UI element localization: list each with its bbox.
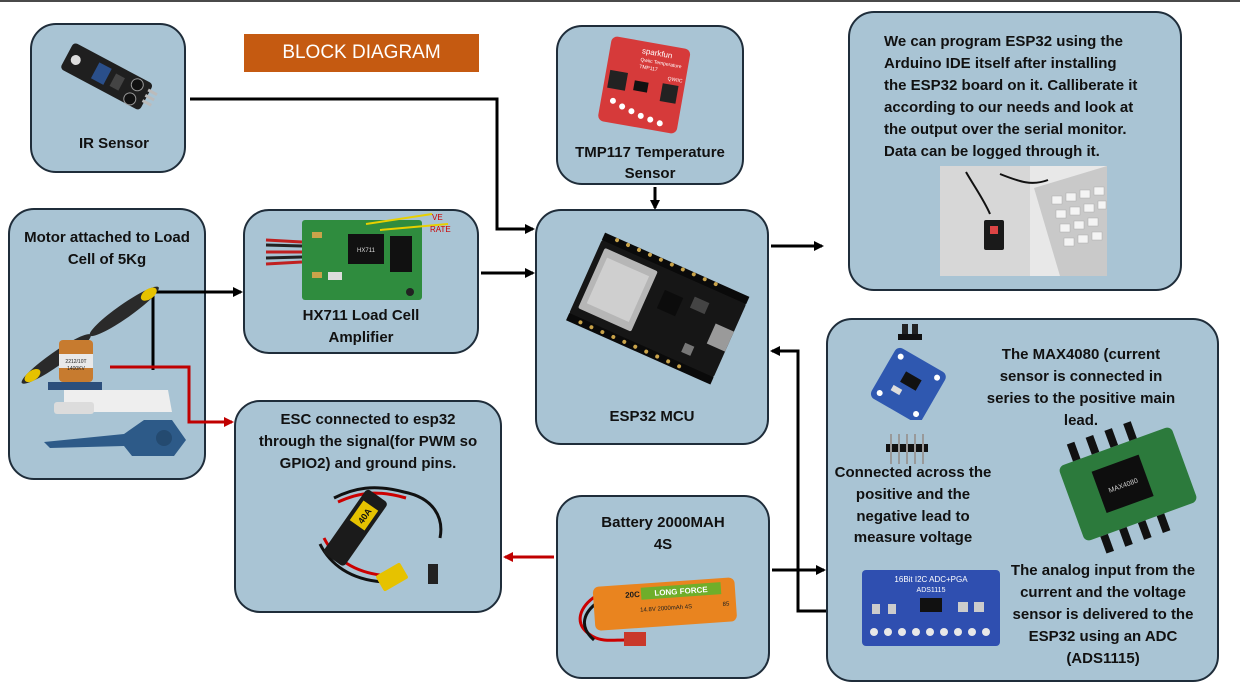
hx711-label-line1: HX711 Load Cell (302, 307, 420, 324)
motor-kv-text: 1400KV (67, 366, 85, 372)
esc-label-line2: through the signal(for PWM so (258, 433, 478, 450)
esp32-image (566, 232, 750, 385)
voltage-line-2: positive and the (855, 486, 971, 503)
wire-motor-to-esc (110, 365, 234, 427)
adc-board-model: ADS1115 (917, 587, 946, 594)
wire-ir-to-esp32 (190, 97, 535, 234)
voltage-sensor-image (870, 324, 946, 420)
wire-sensors-to-esp32 (770, 346, 826, 613)
diagram-title: BLOCK DIAGRAM (244, 34, 479, 72)
voltage-line-1: Connected across the (834, 464, 992, 481)
esc-label-line1: ESC connected to esp32 (280, 411, 456, 428)
hx711-rate-text: RATE (430, 225, 451, 234)
motor-image: 2212/10T 1400KV (21, 286, 186, 456)
max4080-line-3: series to the positive main (986, 390, 1176, 407)
adc-line-1: The analog input from the (1010, 562, 1196, 579)
tmp117-model-text: TMP117 (639, 64, 659, 73)
ir-sensor-image (61, 43, 158, 110)
top-border (0, 0, 1240, 2)
program-line-2: Arduino IDE itself after installing (884, 55, 1117, 72)
adc-line-4: ESP32 using an ADC (1028, 628, 1178, 645)
battery-image: 20C LONG FORCE 14.8V 2000mAh 4S 85 (578, 577, 737, 646)
program-line-3: the ESP32 board on it. Calliberate it (884, 77, 1138, 94)
battery-brand-text: LONG FORCE (654, 585, 708, 598)
ads1115-image: 16Bit I2C ADC+PGA ADS1115 (862, 570, 1000, 646)
ir-sensor-block (30, 23, 186, 173)
hx711-ve-text: VE (432, 213, 443, 222)
battery-num-text: 85 (723, 602, 731, 608)
max4080-line-1: The MAX4080 (current (1001, 346, 1161, 363)
adc-line-2: current and the voltage (1020, 584, 1186, 601)
hx711-label-line2: Amplifier (328, 329, 394, 346)
hx711-image: HX711 VE RATE (265, 213, 451, 300)
program-line-6: Data can be logged through it. (884, 143, 1100, 160)
max4080-image: MAX4080 (1059, 421, 1197, 554)
motor-label-line2: Cell of 5Kg (67, 251, 147, 268)
adc-board-title: 16Bit I2C ADC+PGA (894, 575, 968, 584)
adc-line-5: (ADS1115) (1066, 650, 1140, 667)
voltage-line-4: measure voltage (853, 529, 973, 546)
esc-image: 40A (318, 486, 443, 592)
program-line-5: the output over the serial monitor. (884, 121, 1127, 138)
esc-label-line3: GPIO2) and ground pins. (279, 455, 457, 472)
max4080-line-2: sensor is connected in (999, 368, 1163, 385)
laptop-photo (940, 166, 1107, 276)
ir-sensor-label: IR Sensor (78, 135, 150, 152)
hx711-chip-text: HX711 (357, 248, 376, 254)
program-line-1: We can program ESP32 using the (884, 33, 1123, 50)
tmp117-qwiic-text: QWIIC (667, 76, 683, 85)
adc-line-3: sensor is delivered to the (1012, 606, 1194, 623)
header-pins-image (886, 434, 928, 464)
program-line-4: according to our needs and look at (884, 99, 1134, 116)
voltage-line-3: negative lead to (856, 508, 970, 525)
max4080-line-4: lead. (1063, 412, 1099, 429)
tmp117-label-line2: Sensor (624, 165, 676, 182)
tmp117-label-line1: TMP117 Temperature (575, 144, 725, 161)
tmp117-image: sparkfun Qwiic Temperature TMP117 QWIIC (598, 36, 691, 134)
motor-model-text: 2212/10T (65, 359, 86, 365)
motor-label-line1: Motor attached to Load (24, 229, 190, 246)
battery-crating-text: 20C (625, 590, 640, 600)
battery-spec-text: 14.8V 2000mAh 4S (640, 604, 692, 614)
esp32-label: ESP32 MCU (609, 408, 695, 425)
battery-label-line2: 4S (653, 536, 673, 553)
battery-label-line1: Battery 2000MAH (601, 514, 725, 531)
